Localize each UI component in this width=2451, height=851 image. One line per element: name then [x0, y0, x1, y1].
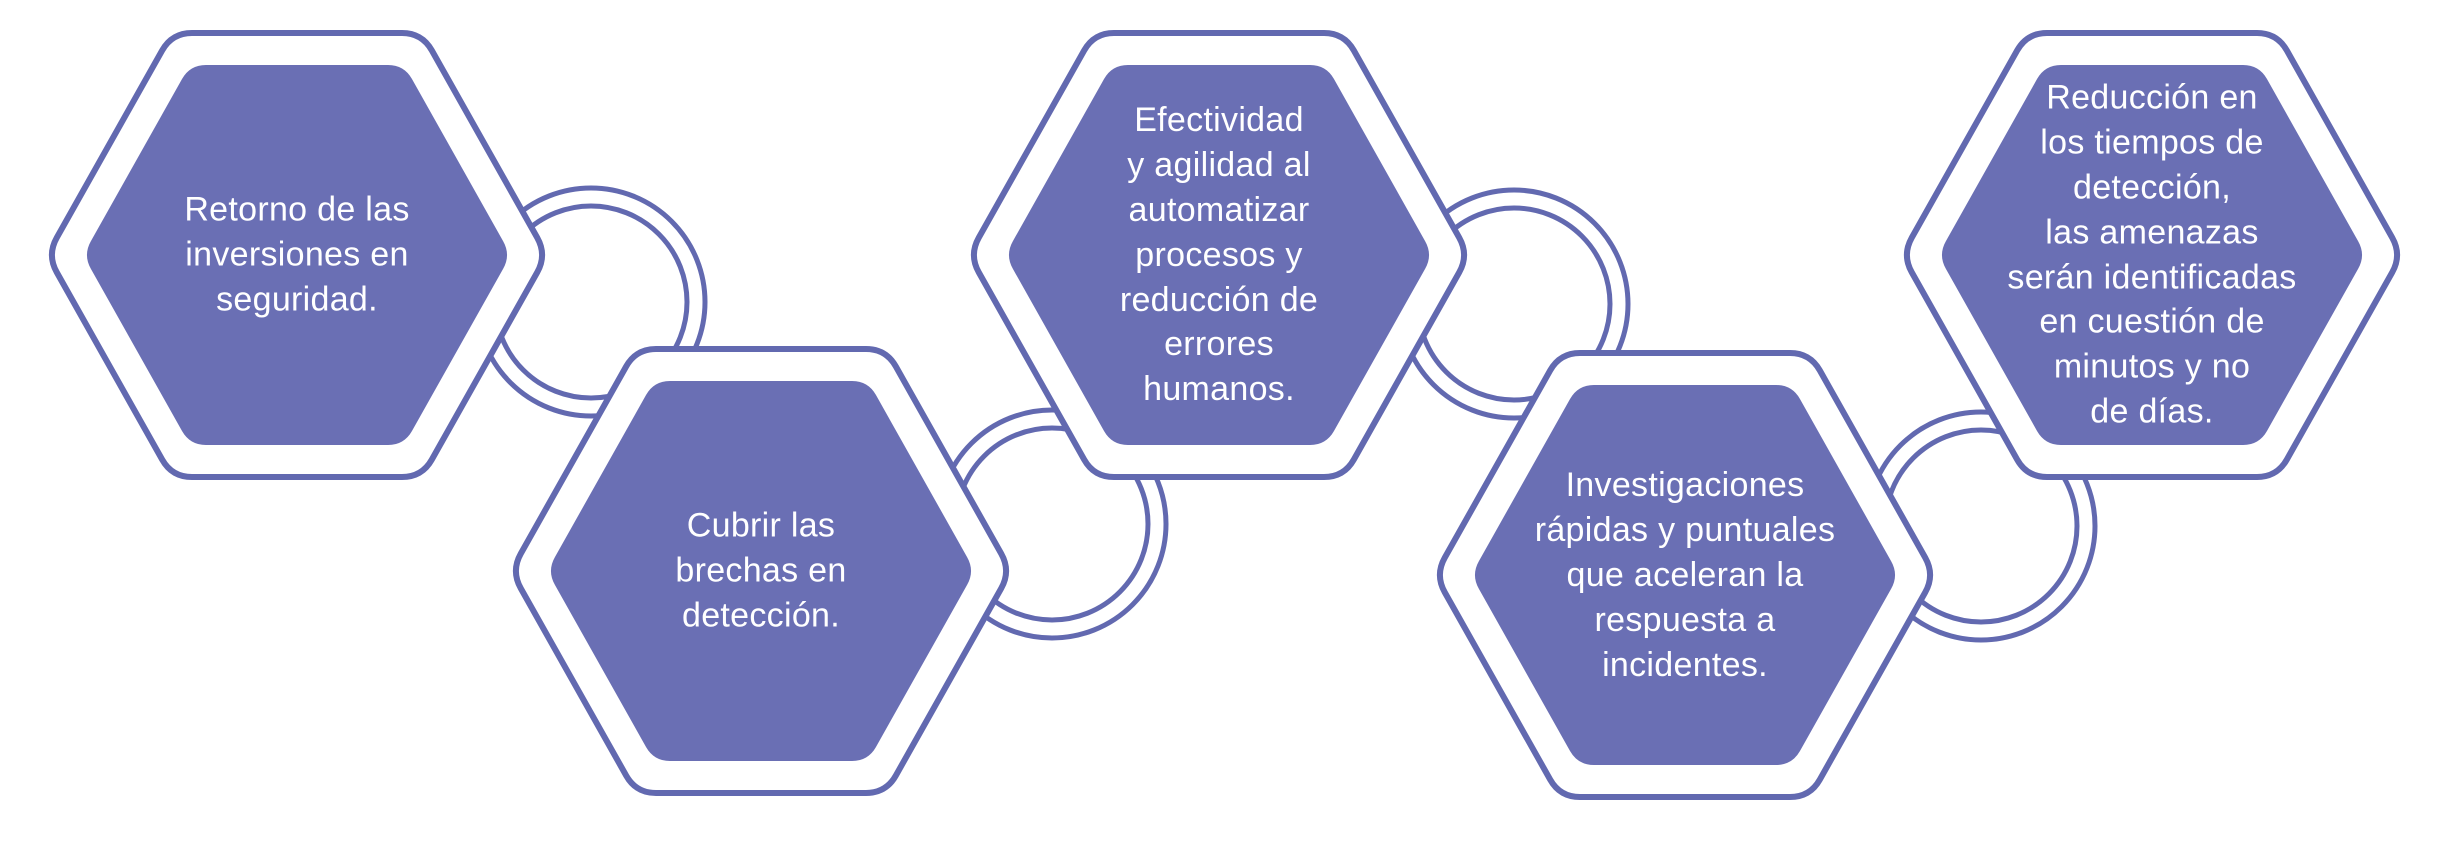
hexagon-2 — [512, 346, 1010, 796]
hexagon-3-fill — [1008, 65, 1430, 445]
hexagon-1-fill — [86, 65, 508, 445]
hexagon-4 — [1436, 350, 1934, 800]
hexagon-3 — [970, 30, 1468, 480]
hexagon-4-fill — [1474, 385, 1896, 765]
hexagon-2-fill — [550, 381, 972, 761]
hexagon-5 — [1903, 30, 2401, 480]
hexagon-5-fill — [1941, 65, 2363, 445]
hexagon-1 — [48, 30, 546, 480]
